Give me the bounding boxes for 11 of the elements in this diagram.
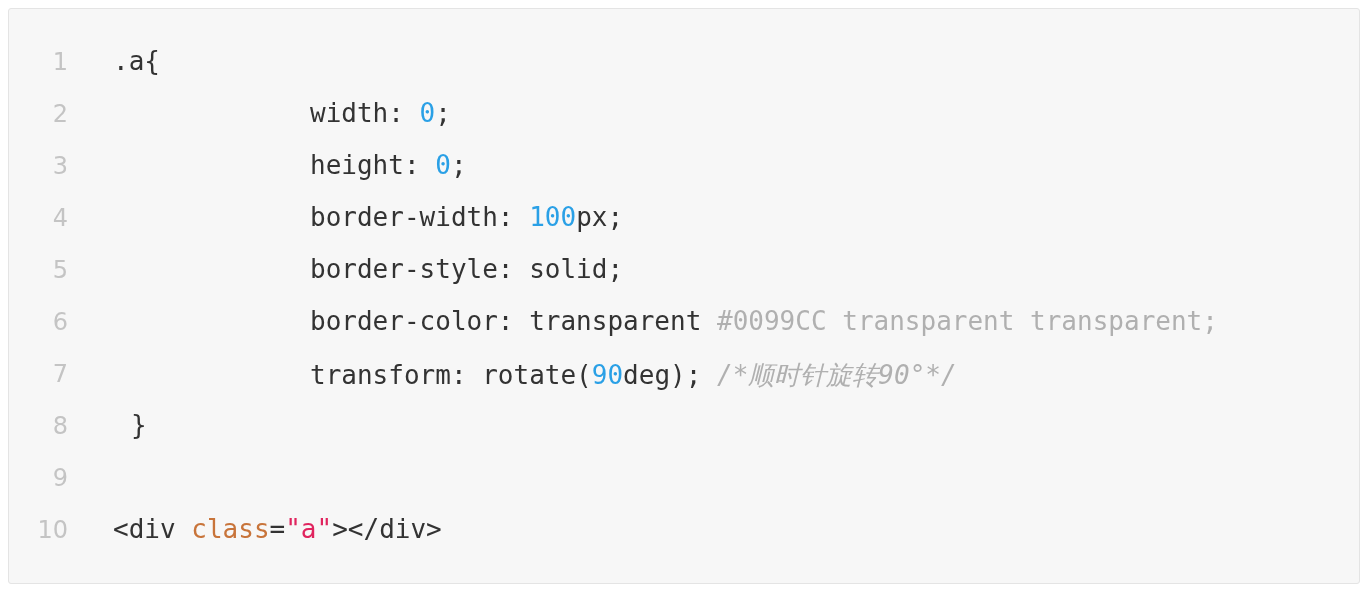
code-text: transform: rotate(90deg); [310, 360, 702, 390]
code-text: border-style: solid; [310, 254, 624, 284]
code-text: border-color: transparent [310, 306, 702, 336]
code-comment: /*顺时针旋转90°*/ [717, 360, 957, 390]
code-text: } [131, 410, 147, 440]
code-text: <div class="a"></div> [113, 514, 442, 544]
code-text: width: 0; [310, 98, 451, 128]
code-text: #0099CC transparent transparent; [717, 306, 1218, 336]
code-text: border-width: 100px; [310, 202, 624, 232]
code-text: .a{ [113, 46, 160, 76]
code-text: height: 0; [310, 150, 467, 180]
